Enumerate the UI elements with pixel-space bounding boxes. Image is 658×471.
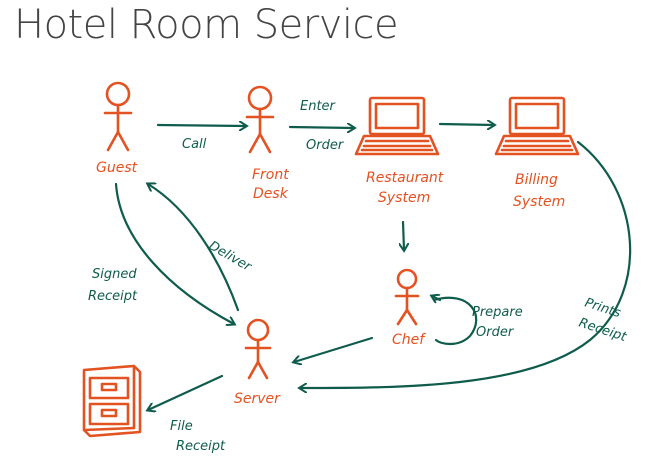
edge-label-prepare: Prepare — [472, 305, 523, 320]
restaurant-system-label-line2: System — [378, 190, 430, 206]
billing-system-label-line2: System — [513, 194, 565, 210]
edge-label-order: Order — [306, 138, 345, 153]
guest-label: Guest — [96, 160, 138, 176]
edge-label-signed-receipt: Receipt — [88, 289, 138, 304]
arrow-front-desk-to-restaurant — [288, 127, 354, 128]
arrow-server-to-guest — [148, 184, 240, 312]
chef-label: Chef — [392, 332, 426, 348]
arrow-server-to-cabinet — [148, 374, 224, 410]
guest-figure-icon — [103, 81, 133, 152]
arrow-restaurant-to-billing — [438, 124, 494, 125]
edge-label-prepare-order: Order — [476, 325, 515, 340]
front-desk-label-line2: Desk — [253, 186, 289, 202]
billing-laptop-icon — [494, 96, 580, 156]
chef-figure-icon — [394, 268, 420, 326]
arrow-chef-to-server — [294, 336, 374, 362]
billing-system-label-line1: Billing — [515, 172, 558, 188]
edge-label-signed: Signed — [92, 267, 137, 282]
arrow-restaurant-to-chef — [403, 220, 404, 250]
filing-cabinet-icon — [82, 364, 142, 438]
server-figure-icon — [244, 318, 272, 380]
front-desk-label-line1: Front — [252, 167, 289, 183]
arrow-chef-prepare-loop — [432, 296, 478, 346]
edge-label-call: Call — [182, 137, 207, 152]
page-title: Hotel Room Service — [14, 2, 399, 48]
edge-label-enter: Enter — [300, 99, 337, 114]
arrow-chef-prepare-head — [432, 296, 442, 300]
arrow-billing-to-server — [300, 140, 632, 388]
front-desk-figure-icon — [245, 85, 275, 154]
edge-label-file: File — [170, 419, 193, 434]
edge-label-file-receipt: Receipt — [176, 439, 226, 454]
arrow-guest-to-front-desk — [156, 125, 246, 126]
arrow-guest-to-server — [114, 182, 234, 324]
edge-label-prints-receipt: Receipt — [577, 316, 629, 346]
server-label: Server — [234, 391, 281, 407]
restaurant-laptop-icon — [354, 96, 440, 156]
restaurant-system-label-line1: Restaurant — [366, 170, 444, 186]
